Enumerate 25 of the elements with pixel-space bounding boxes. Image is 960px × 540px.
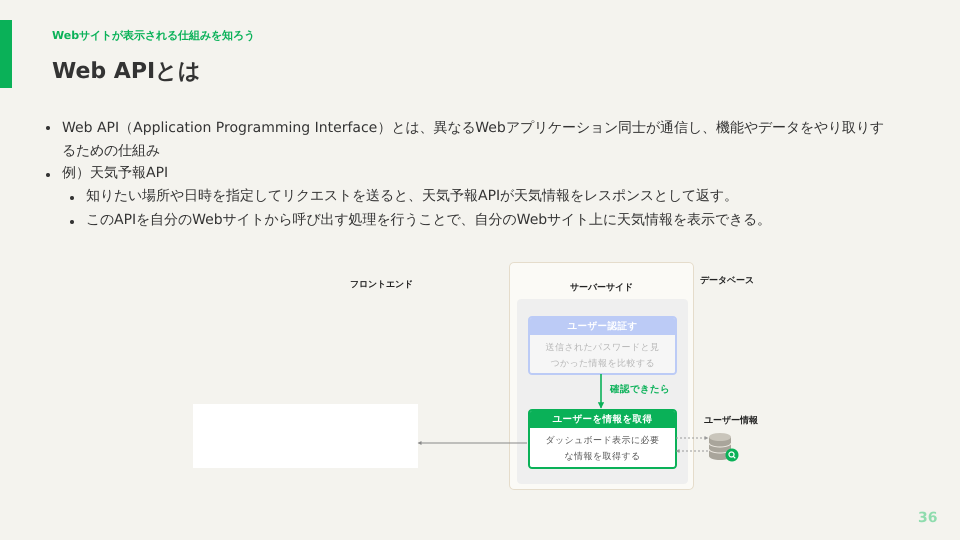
column-heading: データベース (700, 275, 754, 287)
process-box (528, 316, 677, 375)
process-box (528, 409, 677, 469)
arrow (676, 449, 708, 453)
bullet-text: Web API（Application Programming Interface）とは、異なるWebアプリケーション同士が通信し、機能やデータをやり取りするための仕組み (62, 119, 885, 161)
box-text: ダッシュボード表示に必要な情報を取得する (544, 434, 660, 464)
database-caption: ユーザー情報 (704, 414, 758, 427)
section-heading: Webサイトが表示される仕組みを知ろう (52, 28, 256, 43)
edge-label: 確認できたら (609, 383, 671, 396)
panel-heading: サーバーサイド (569, 282, 634, 294)
screen-box (193, 404, 418, 468)
arrow (676, 436, 708, 440)
page-number: 36 (918, 510, 938, 526)
inner-panel (517, 299, 688, 484)
box-text: 送信されたパスワードと見つかった情報を比較する (544, 342, 660, 371)
server-panel (509, 262, 694, 490)
bullet-text: 例）天気予報API (62, 164, 168, 182)
arrow (598, 374, 604, 409)
bullet-text: 知りたい場所や日時を指定してリクエストを送ると、天気予報APIが天気情報をレスポンスとして返す。 (86, 187, 738, 205)
box-header: ユーザー認証す (530, 318, 675, 335)
bullet-text: このAPIを自分のWebサイトから呼び出す処理を行うことで、自分のWebサイト上に天気情報を表示できる。 (86, 211, 772, 229)
slide-title: Web APIとは (52, 58, 202, 86)
arrow (418, 441, 528, 445)
box-header: ユーザーを情報を取得 (530, 411, 675, 428)
column-heading: フロントエンド (350, 279, 413, 291)
